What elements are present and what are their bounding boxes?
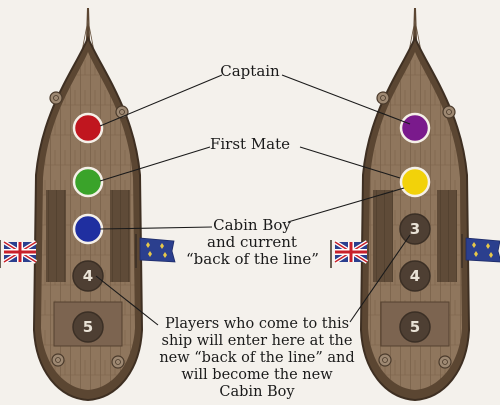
fleur-de-lis-flag-icon (135, 234, 176, 268)
ship-left: 45 (32, 8, 144, 402)
cargo-hatch (110, 190, 130, 282)
barrel-ring (55, 357, 61, 363)
barrel-icon (378, 353, 392, 367)
cabin-boy-label-line: Cabin Boy (213, 216, 291, 234)
cabin-boy-label-line: and current (207, 233, 297, 251)
seat-cabin-boy (72, 213, 104, 245)
seat-number: 4 (83, 267, 93, 285)
new-players-label-line: new “back of the line” and (159, 350, 355, 366)
barrel-icon (438, 355, 452, 369)
barrel-ring (115, 359, 121, 365)
new-players-label-line: Cabin Boy (219, 384, 295, 400)
cabin-boy-label-line: “back of the line” (186, 250, 319, 268)
barrel-ring (382, 357, 388, 363)
barrel-ring (442, 359, 448, 365)
fleur-de-lis-flag-icon (461, 234, 500, 268)
first-mate-label: First Mate (209, 135, 291, 153)
barrel-icon (51, 353, 65, 367)
seat-number: 4 (410, 267, 420, 285)
captain-label: Captain (220, 62, 280, 80)
barrel-icon (442, 105, 456, 119)
seat-seat-4 (399, 260, 431, 292)
cargo-hatch (437, 190, 457, 282)
seat-number: 3 (410, 220, 420, 238)
union-jack-flag-icon (330, 240, 369, 268)
barrel-ring (380, 95, 386, 101)
cabin-boy-pointer (99, 226, 213, 230)
union-jack-flag-icon (0, 240, 38, 268)
seat-captain (399, 112, 431, 144)
first-mate-pointer (99, 146, 211, 182)
new-players-label-line: Players who come to this (164, 316, 350, 332)
barrel-ring (53, 95, 59, 101)
seat-first-mate (72, 166, 104, 198)
seat-first-mate (399, 166, 431, 198)
cabin-boy-pointer (287, 187, 405, 223)
barrel-icon (115, 105, 129, 119)
seat-seat-3 (399, 213, 431, 245)
barrel-ring (446, 109, 452, 115)
new-players-label-line: ship will enter here at the (161, 333, 353, 349)
seat-seat-5 (72, 311, 104, 343)
cargo-hatch (373, 190, 393, 282)
seat-number: 5 (83, 318, 93, 336)
cabin-boy-label: Cabin Boy and current “back of the line” (186, 216, 319, 268)
cargo-hatch (46, 190, 66, 282)
barrel-ring (119, 109, 125, 115)
captain-pointer (99, 74, 223, 127)
ship-right: 3 4 5 (359, 8, 471, 402)
new-players-pointer (349, 234, 411, 323)
new-players-label-line: will become the new (181, 367, 333, 383)
new-players-pointer (95, 275, 159, 326)
barrel-icon (376, 91, 390, 105)
pointer-lines (95, 74, 411, 326)
seat-number: 5 (410, 318, 420, 336)
seat-seat-4 (72, 260, 104, 292)
barrel-icon (49, 91, 63, 105)
new-players-label: Players who come to this ship will enter… (134, 316, 380, 401)
seat-seat-5 (399, 311, 431, 343)
captain-pointer (281, 74, 411, 125)
barrel-icon (111, 355, 125, 369)
seat-captain (72, 112, 104, 144)
first-mate-pointer (299, 146, 401, 179)
